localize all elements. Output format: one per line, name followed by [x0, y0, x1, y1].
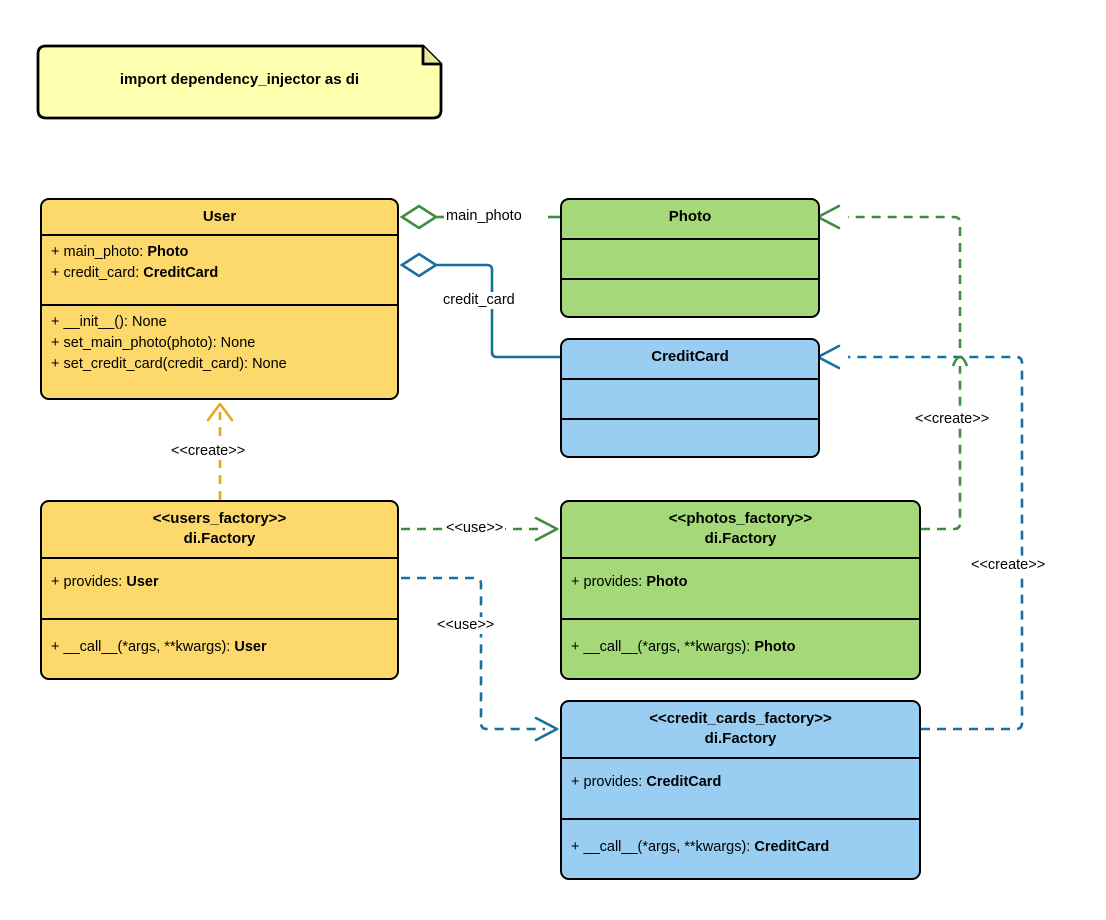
class-attributes-user: + main_photo: Photo + credit_card: Credi…: [42, 236, 397, 306]
class-title-credit-cards-factory: <<credit_cards_factory>> di.Factory: [562, 702, 919, 759]
method-row: + set_main_photo(photo): None: [51, 335, 256, 351]
attribute-row: + provides: CreditCard: [571, 774, 722, 790]
import-note: import dependency_injector as di: [38, 46, 441, 118]
method-row: + __init__(): None: [51, 314, 167, 330]
class-name-user: User: [202, 208, 237, 225]
class-methods-photo: [562, 280, 818, 316]
class-methods-users-factory: + __call__(*args, **kwargs): User: [42, 620, 397, 664]
method-row: + __call__(*args, **kwargs): CreditCard: [571, 839, 830, 855]
open-arrowhead: [534, 716, 559, 742]
edge-label-main-photo: main_photo: [444, 208, 524, 225]
method-row: + set_credit_card(credit_card): None: [51, 356, 287, 372]
class-attributes-creditcard: [562, 380, 818, 420]
edge-label-create-creditcard: <<create>>: [969, 557, 1048, 574]
class-stereotype-photos-factory: <<photos_factory>>: [668, 510, 813, 527]
class-name-photos-factory: di.Factory: [704, 530, 777, 547]
class-methods-credit-cards-factory: + __call__(*args, **kwargs): CreditCard: [562, 820, 919, 864]
open-arrowhead: [816, 204, 841, 230]
class-title-users-factory: <<users_factory>> di.Factory: [42, 502, 397, 559]
class-box-creditcard[interactable]: CreditCard: [560, 338, 820, 458]
edge-usersfactory-creditcardsfactory: [401, 576, 559, 742]
edge-label-use-credit-cards-factory: <<use>>: [435, 617, 497, 634]
import-note-text: import dependency_injector as di: [119, 70, 360, 88]
class-title-photo: Photo: [562, 200, 818, 240]
line-hop: [951, 355, 969, 367]
method-row: + __call__(*args, **kwargs): User: [51, 639, 267, 655]
method-row: + __call__(*args, **kwargs): Photo: [571, 639, 796, 655]
class-box-photo[interactable]: Photo: [560, 198, 820, 318]
class-name-photo: Photo: [668, 208, 712, 225]
attribute-row: + provides: User: [51, 574, 159, 590]
open-arrowhead: [534, 516, 559, 542]
class-attributes-photo: [562, 240, 818, 280]
class-box-users-factory[interactable]: <<users_factory>> di.Factory + provides:…: [40, 500, 399, 680]
aggregation-diamond-main-photo: [399, 204, 439, 230]
attribute-row: + credit_card: CreditCard: [51, 265, 219, 281]
aggregation-diamond-credit-card: [399, 252, 439, 278]
class-methods-creditcard: [562, 420, 818, 456]
class-stereotype-users-factory: <<users_factory>>: [152, 510, 287, 527]
class-title-user: User: [42, 200, 397, 236]
class-methods-user: + __init__(): None + set_main_photo(phot…: [42, 306, 397, 381]
class-attributes-users-factory: + provides: User: [42, 559, 397, 620]
class-title-photos-factory: <<photos_factory>> di.Factory: [562, 502, 919, 559]
class-attributes-photos-factory: + provides: Photo: [562, 559, 919, 620]
attribute-row: + main_photo: Photo: [51, 244, 189, 260]
class-box-user[interactable]: User + main_photo: Photo + credit_card: …: [40, 198, 399, 400]
class-name-credit-cards-factory: di.Factory: [704, 730, 777, 747]
edge-photosfactory-photo: [816, 204, 969, 531]
class-name-creditcard: CreditCard: [651, 348, 729, 365]
class-box-photos-factory[interactable]: <<photos_factory>> di.Factory + provides…: [560, 500, 921, 680]
class-methods-photos-factory: + __call__(*args, **kwargs): Photo: [562, 620, 919, 664]
edge-label-credit-card: credit_card: [441, 292, 517, 309]
class-box-credit-cards-factory[interactable]: <<credit_cards_factory>> di.Factory + pr…: [560, 700, 921, 880]
class-stereotype-credit-cards-factory: <<credit_cards_factory>>: [649, 710, 832, 727]
attribute-row: + provides: Photo: [571, 574, 688, 590]
class-name-users-factory: di.Factory: [183, 530, 256, 547]
edge-label-create-user: <<create>>: [169, 443, 248, 460]
open-arrowhead: [816, 344, 841, 370]
class-title-creditcard: CreditCard: [562, 340, 818, 380]
edge-label-create-photo: <<create>>: [913, 411, 992, 428]
edge-label-use-photos-factory: <<use>>: [444, 520, 506, 537]
class-attributes-credit-cards-factory: + provides: CreditCard: [562, 759, 919, 820]
open-arrowhead: [206, 402, 234, 422]
